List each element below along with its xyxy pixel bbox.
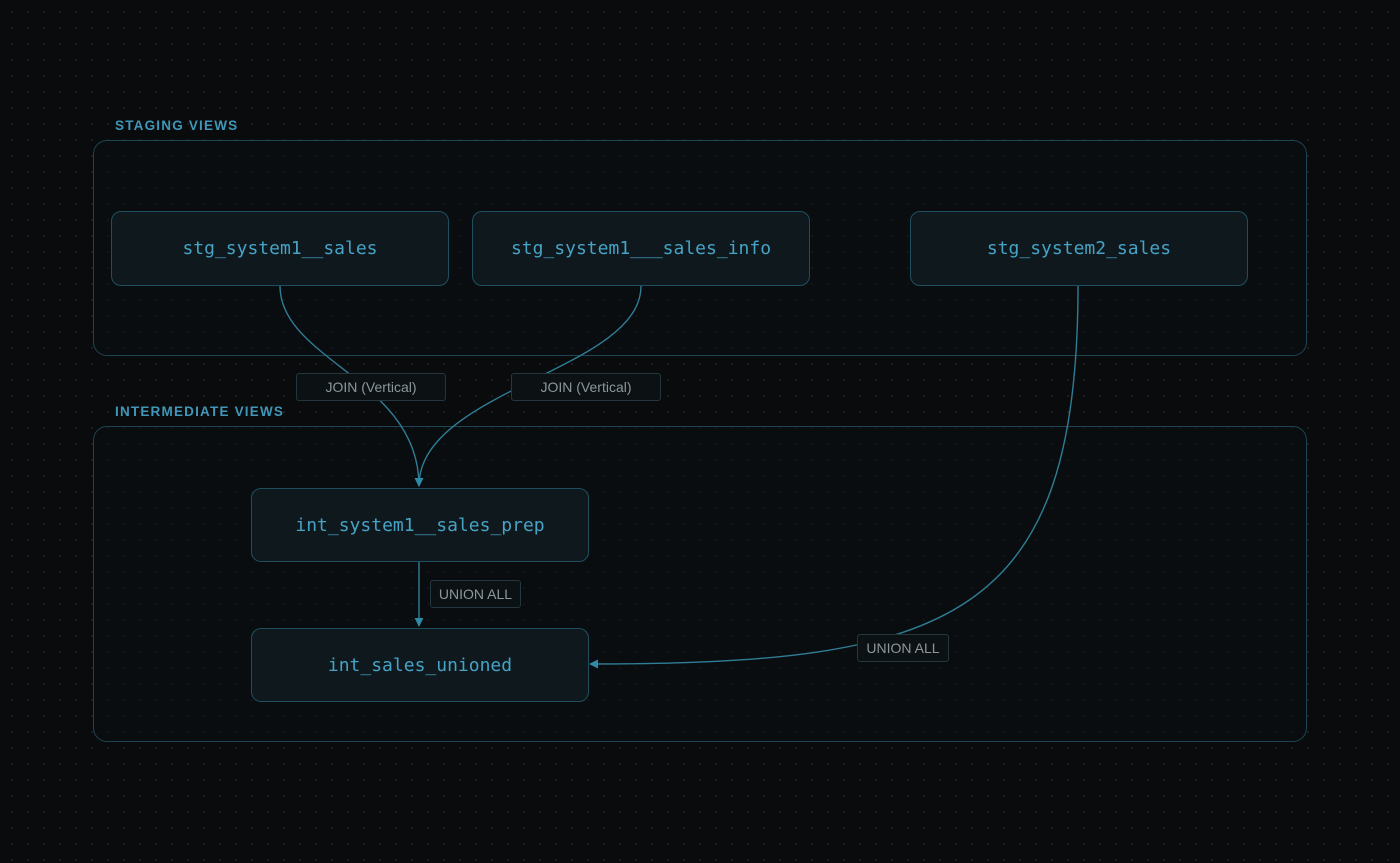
group-label-staging-views: STAGING VIEWS: [115, 118, 239, 133]
edge-label-union-prep: UNION ALL: [430, 580, 521, 608]
group-label-intermediate-views: INTERMEDIATE VIEWS: [115, 404, 285, 419]
edge-label-join-right: JOIN (Vertical): [511, 373, 661, 401]
node-stg-system1-sales[interactable]: stg_system1__sales: [111, 211, 449, 286]
node-stg-system2-sales[interactable]: stg_system2_sales: [910, 211, 1248, 286]
node-int-sales-unioned[interactable]: int_sales_unioned: [251, 628, 589, 702]
node-int-system1-sales-prep[interactable]: int_system1__sales_prep: [251, 488, 589, 562]
node-stg-system1-sales-info[interactable]: stg_system1___sales_info: [472, 211, 810, 286]
edge-label-union-system2: UNION ALL: [857, 634, 949, 662]
edge-label-join-left: JOIN (Vertical): [296, 373, 446, 401]
